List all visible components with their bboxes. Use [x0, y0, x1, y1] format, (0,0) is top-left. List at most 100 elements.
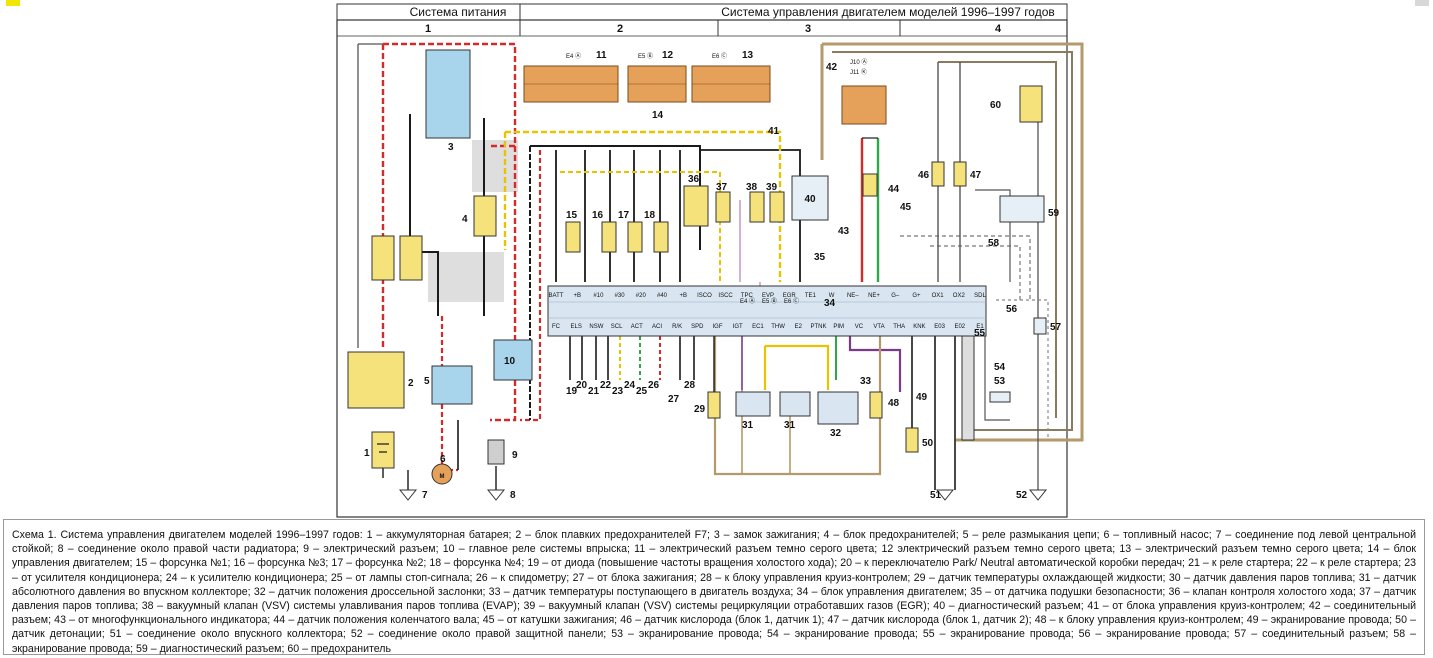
label-43: 43	[838, 226, 850, 237]
ecu-pin-label: E03	[934, 324, 945, 330]
injector-1	[565, 221, 581, 253]
ecu-pin-label: OX1	[932, 293, 945, 299]
connector-13-e6: E6 Ⓒ	[712, 52, 727, 60]
label-59: 59	[1048, 208, 1060, 219]
egr-vsv	[769, 191, 785, 223]
purple-wire	[848, 336, 902, 392]
ecu-pin-label: #30	[615, 293, 626, 299]
ecu-pin-label: THW	[771, 324, 785, 330]
label-8: 8	[510, 490, 516, 501]
evap-vsv	[749, 191, 765, 223]
label-2: 2	[408, 378, 414, 389]
ignition-switch[interactable]	[425, 49, 471, 139]
label-20: 20	[576, 380, 588, 391]
label-36: 36	[688, 174, 700, 185]
label-33: 33	[860, 376, 872, 387]
ecu-pin-label: E1	[976, 324, 984, 330]
ecu-pin-label: NE+	[868, 293, 880, 299]
ecu-pin-label: EGR	[783, 293, 797, 299]
svg-text:M: M	[440, 474, 445, 480]
label-45: 45	[900, 202, 912, 213]
black-wire-ignition	[409, 114, 439, 316]
fuse-60	[1019, 85, 1043, 123]
connector-e6-label: E6 Ⓒ	[784, 297, 799, 305]
ecu-pin-label: G–	[891, 293, 900, 299]
ecu-pin-label: EVP	[762, 293, 774, 299]
label-31a: 31	[742, 420, 754, 431]
label-60: 60	[990, 100, 1002, 111]
oxygen-sensor-1	[931, 161, 945, 187]
ecu-pin-label: NSW	[589, 324, 603, 330]
wiring-diagram: Система питания Система управления двига…	[336, 3, 1084, 518]
ecu-pin-label: ISCC	[718, 293, 733, 299]
label-42: 42	[826, 62, 838, 73]
column-3-number: 3	[805, 23, 811, 35]
label-19: 19	[566, 386, 578, 397]
label-41: 41	[768, 126, 780, 137]
shade-region-fuse	[472, 140, 518, 192]
ecu-pin-label: R/K	[672, 324, 682, 330]
label-12: 12	[662, 50, 674, 61]
connector-57	[1033, 317, 1047, 335]
label-58: 58	[988, 238, 1000, 249]
ecu-pin-label: ISCO	[697, 293, 712, 299]
ecu-pin-label: VTA	[873, 324, 884, 330]
ecu-pin-label: ACI	[652, 324, 662, 330]
label-44: 44	[888, 184, 900, 195]
ecu-pin-label: SCL	[611, 324, 623, 330]
ecu-pin-label: IGT	[733, 324, 743, 330]
ecu-pin-label: ELS	[571, 324, 582, 330]
label-27: 27	[668, 394, 680, 405]
ecu-pin-label: #40	[657, 293, 668, 299]
ecu-number-label: 34	[824, 298, 836, 309]
connector-12	[627, 65, 687, 103]
connector-13	[691, 65, 771, 103]
ecu-pin-label: IGF	[713, 324, 723, 330]
label-23: 23	[612, 386, 624, 397]
label-4: 4	[462, 214, 468, 225]
intake-air-temp-sensor	[869, 391, 883, 419]
ecu-pin-label: ACT	[631, 324, 643, 330]
circuit-opening-relay	[431, 365, 473, 405]
label-17: 17	[618, 210, 630, 221]
column-1-number: 1	[425, 23, 431, 35]
ground-7	[398, 489, 418, 501]
diagnostic-connector	[791, 175, 829, 221]
ecu-pin-label: G+	[912, 293, 921, 299]
connector-e4-label: E4 Ⓐ	[740, 297, 755, 305]
label-7: 7	[422, 490, 428, 501]
label-31b: 31	[784, 420, 796, 431]
caption-box: Схема 1. Система управления двигателем м…	[3, 519, 1425, 655]
connector-9	[487, 439, 505, 465]
injector-2	[627, 221, 643, 253]
label-15: 15	[566, 210, 578, 221]
fuse-am2	[399, 235, 423, 281]
junction-j2	[961, 335, 975, 441]
ecu-pin-label: +B	[573, 293, 581, 299]
fuse-4	[473, 195, 497, 237]
label-5: 5	[424, 376, 430, 387]
label-21: 21	[588, 386, 600, 397]
ecu-pin-label: EC1	[752, 324, 764, 330]
label-39: 39	[766, 182, 778, 193]
vapor-pressure-sensor	[735, 391, 771, 417]
fuel-vapor-sensor	[715, 191, 731, 223]
crankshaft-sensor	[862, 173, 878, 197]
shade-region-relay	[428, 252, 504, 302]
column-2-number: 2	[617, 23, 623, 35]
label-10: 10	[504, 356, 516, 367]
label-52: 52	[1016, 490, 1028, 501]
map-sensor	[779, 391, 811, 417]
label-6: 6	[440, 454, 446, 465]
label-40: 40	[804, 194, 816, 205]
ecu-pin-label: #20	[636, 293, 647, 299]
label-37: 37	[716, 182, 728, 193]
fuse-5a	[371, 235, 395, 281]
label-13: 13	[742, 50, 754, 61]
ecu-pin-label: NE–	[847, 293, 859, 299]
engine-control-title: Система управления двигателем моделей 19…	[721, 5, 1055, 19]
connector-11	[523, 65, 619, 103]
diagnostic-connector-2	[999, 195, 1045, 223]
shield-loop-outer	[822, 42, 1084, 442]
